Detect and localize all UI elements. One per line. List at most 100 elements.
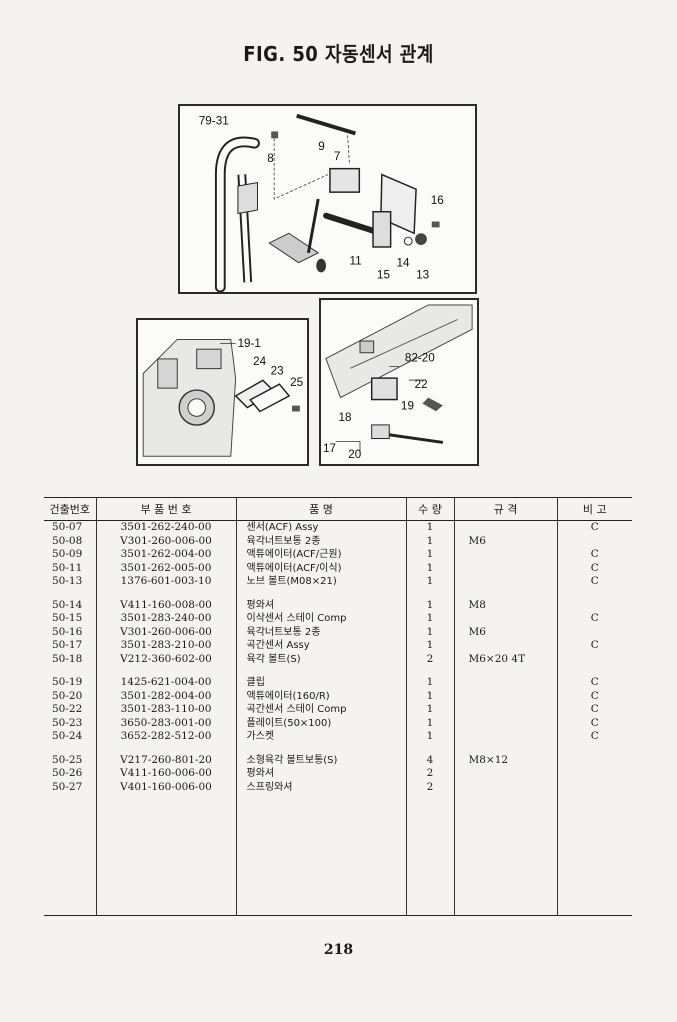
- group-spacer: [44, 588, 632, 599]
- cell-part-name: 곡간센서 Assy: [235, 639, 406, 653]
- cell-quantity: 1: [405, 548, 454, 562]
- cell-part-number: 3501-283-210-00: [95, 639, 236, 653]
- table-empty-space: [44, 794, 632, 916]
- cell-part-number: 3501-262-005-00: [95, 561, 236, 575]
- cell-remarks: [556, 534, 632, 548]
- cell-part-number: 3652-282-512-00: [95, 730, 236, 744]
- cell-quantity: 1: [405, 534, 454, 548]
- empty-cell: [405, 794, 454, 916]
- empty-cell: [453, 794, 557, 916]
- cell-specification: [453, 639, 557, 653]
- cell-part-name: 액튜에이터(160/R): [235, 689, 406, 703]
- cell-specification: [453, 780, 557, 794]
- cell-specification: [453, 703, 557, 717]
- cell-remarks: [556, 767, 632, 781]
- spacer-cell: [95, 588, 236, 599]
- cell-specification: [453, 730, 557, 744]
- cell-specification: [453, 548, 557, 562]
- cell-remarks: C: [556, 612, 632, 626]
- cell-quantity: 1: [405, 625, 454, 639]
- cell-part-number: 3501-282-004-00: [95, 689, 236, 703]
- cell-remarks: [556, 598, 632, 612]
- cell-part-name: 센서(ACF) Assy: [235, 520, 406, 535]
- cell-quantity: 1: [405, 676, 454, 690]
- cell-quantity: 1: [405, 703, 454, 717]
- empty-cell: [556, 794, 632, 916]
- cell-remarks: C: [556, 716, 632, 730]
- spacer-cell: [556, 666, 632, 676]
- plate-gasket-illustration: 19-1 24 23 25: [142, 337, 303, 457]
- spacer-cell: [556, 588, 632, 599]
- cell-quantity: 1: [405, 575, 454, 589]
- cell-remarks: C: [556, 561, 632, 575]
- spacer-cell: [453, 588, 557, 599]
- callout-7: 7: [334, 150, 341, 163]
- cell-quantity: 1: [405, 716, 454, 730]
- spacer-cell: [405, 743, 454, 754]
- spacer-cell: [44, 744, 96, 754]
- cell-remarks: [556, 625, 632, 639]
- cell-reference-no: 50-16: [52, 625, 83, 638]
- cell-part-number: 3501-283-240-00: [95, 612, 236, 626]
- cell-quantity: 1: [405, 561, 454, 575]
- spacer-cell: [235, 743, 406, 754]
- cell-part-name: 육각너트보통 2종: [235, 534, 406, 548]
- cell-part-number: V301-260-006-00: [95, 534, 236, 548]
- callout-22: 22: [415, 378, 428, 391]
- cell-part-number: 3501-283-110-00: [95, 703, 236, 717]
- header-reference-no: 건출번호: [44, 497, 96, 521]
- cell-reference-no: 50-09: [52, 548, 83, 560]
- cell-quantity: 4: [405, 753, 454, 767]
- cell-specification: [453, 520, 557, 535]
- cell-specification: [453, 676, 557, 690]
- group-spacer: [44, 666, 632, 676]
- cell-part-number: V401-160-006-00: [95, 780, 236, 794]
- cell-reference-no: 50-07: [52, 521, 83, 533]
- callout-82-20: 82-20: [405, 352, 435, 365]
- cell-reference-no: 50-27: [52, 780, 83, 793]
- header-part-number: 부 품 번 호: [95, 497, 236, 521]
- empty-cell: [235, 794, 406, 916]
- callout-15: 15: [377, 268, 391, 281]
- cell-specification: M8: [453, 598, 557, 612]
- cell-reference-no: 50-11: [52, 561, 83, 574]
- figure-panel-grain-sensor: 82-20 22 19 18 17 20: [319, 298, 479, 466]
- callout-8: 8: [267, 152, 274, 165]
- cell-reference-no: 50-26: [52, 767, 83, 779]
- cell-remarks: C: [556, 730, 632, 744]
- spacer-cell: [556, 743, 632, 754]
- cell-reference-no: 50-22: [52, 703, 83, 715]
- empty-cell: [44, 794, 96, 916]
- header-part-name: 품 명: [235, 497, 406, 521]
- cell-specification: M6: [453, 625, 557, 639]
- cell-quantity: 1: [405, 730, 454, 744]
- cell-part-name: 평와셔: [235, 598, 406, 612]
- cell-reference-no: 50-25: [52, 753, 83, 766]
- cell-specification: [453, 561, 557, 575]
- cell-quantity: 1: [405, 520, 454, 535]
- cell-part-name: 육각 볼트(S): [235, 652, 406, 666]
- header-specification: 규 격: [453, 497, 557, 521]
- spacer-cell: [44, 589, 96, 599]
- cell-part-number: 3501-262-240-00: [95, 520, 236, 535]
- cell-part-number: 3650-283-001-00: [95, 716, 236, 730]
- cell-part-number: V217-260-801-20: [95, 753, 236, 767]
- cell-reference-no: 50-23: [52, 716, 83, 729]
- callout-20: 20: [348, 448, 362, 461]
- cell-specification: [453, 575, 557, 589]
- spacer-cell: [235, 666, 406, 676]
- empty-cell: [95, 794, 236, 916]
- grain-sensor-illustration: 82-20 22 19 18 17 20: [323, 304, 473, 461]
- page-number: 218: [323, 942, 354, 958]
- cell-part-name: 스프링와셔: [235, 780, 406, 794]
